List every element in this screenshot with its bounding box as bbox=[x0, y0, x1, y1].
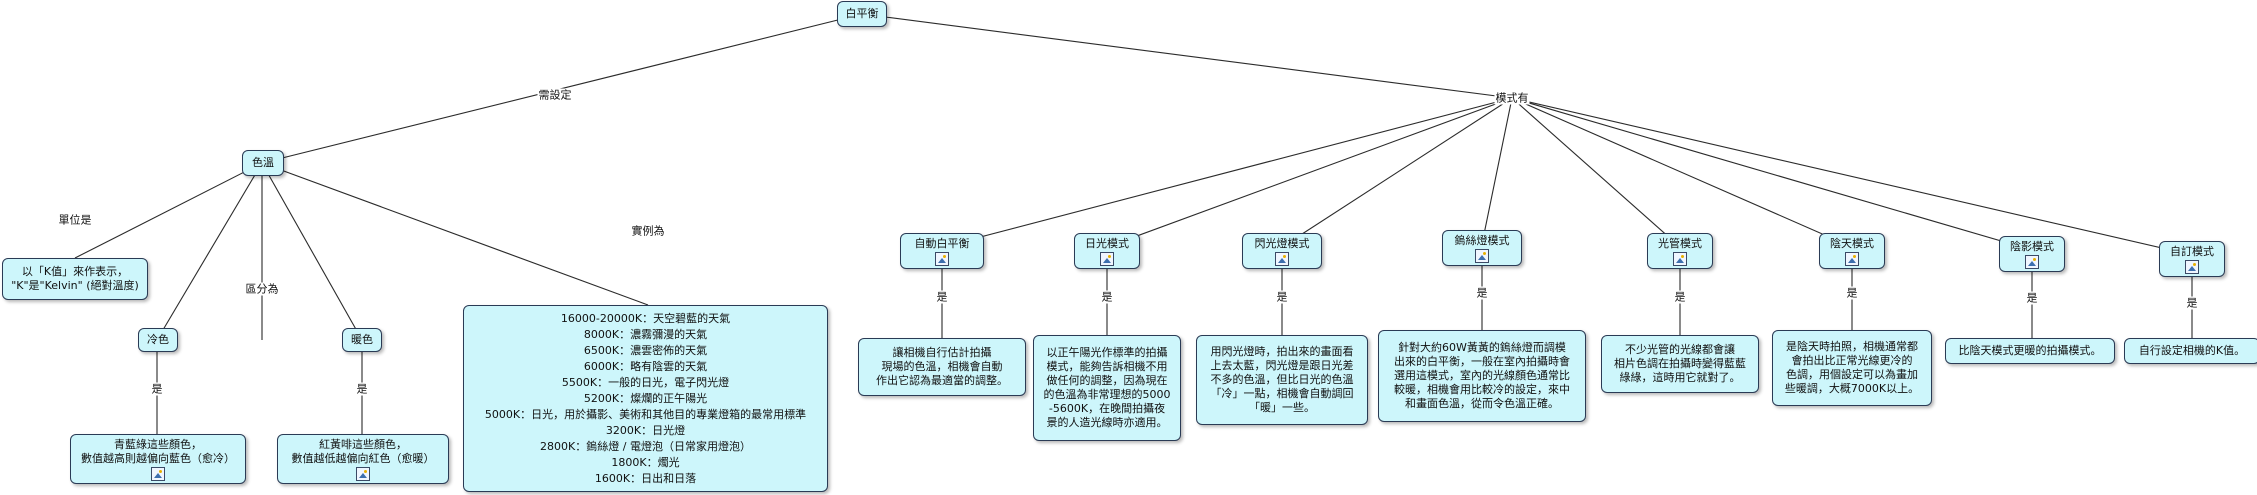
image-icon[interactable] bbox=[2025, 254, 2039, 269]
link-label-has-modes: 模式有 bbox=[1494, 91, 1530, 105]
mode-cloudy-desc[interactable]: 是陰天時拍照，相機通常都 會拍出比正常光線更冷的 色調，用個設定可以為畫加 些暖… bbox=[1772, 330, 1932, 406]
root-label: 白平衡 bbox=[845, 7, 879, 20]
examples-text: 16000-20000K：天空碧藍的天氣 8000K：濃霧彌漫的天氣 6500K… bbox=[484, 311, 807, 485]
mode-custom-desc[interactable]: 自行設定相機的K值。 bbox=[2124, 338, 2257, 364]
link-label-is-mode8: 是 bbox=[2185, 296, 2199, 310]
mode-custom-desc-text: 自行設定相機的K值。 bbox=[2138, 344, 2246, 357]
mode-cloudy-desc-text: 是陰天時拍照，相機通常都 會拍出比正常光線更冷的 色調，用個設定可以為畫加 些暖… bbox=[1784, 340, 1920, 395]
mode-flash-label: 閃光燈模式 bbox=[1254, 236, 1310, 250]
image-icon[interactable] bbox=[151, 466, 165, 481]
mode-custom-node[interactable]: 自訂模式 bbox=[2159, 241, 2225, 277]
mode-daylight-node[interactable]: 日光模式 bbox=[1074, 233, 1140, 269]
link-label-is-mode5: 是 bbox=[1673, 290, 1687, 304]
cold-desc-text: 青藍綠這些顏色， 數值越高則越偏向藍色（愈冷） bbox=[81, 437, 235, 465]
cold-color-label: 冷色 bbox=[147, 333, 169, 346]
mode-cloudy-node[interactable]: 陰天模式 bbox=[1819, 233, 1885, 269]
unit-desc-text: 以「K值」來作表示， "K"是"Kelvin" (絕對溫度) bbox=[11, 265, 139, 292]
warm-desc-text: 紅黃啡這些顏色， 數值越低越偏向紅色（愈暖） bbox=[291, 437, 435, 465]
link-label-is-mode7: 是 bbox=[2025, 291, 2039, 305]
link-label-set: 需設定 bbox=[537, 88, 573, 102]
link-label-is-mode2: 是 bbox=[1100, 290, 1114, 304]
color-temp-label: 色溫 bbox=[252, 156, 274, 169]
image-icon[interactable] bbox=[1275, 251, 1289, 266]
mode-flash-desc[interactable]: 用閃光燈時，拍出來的畫面看 上去太藍，閃光燈是跟日光差 不多的色溫，但比日光的色… bbox=[1196, 335, 1368, 425]
mode-tungsten-node[interactable]: 鎢絲燈模式 bbox=[1442, 230, 1522, 266]
mode-daylight-desc[interactable]: 以正午陽光作標準的拍攝 模式，能夠告訴相機不用 做任何的調整，因為現在 的色溫為… bbox=[1033, 335, 1181, 441]
mode-shade-desc-text: 比陰天模式更暖的拍攝模式。 bbox=[1958, 344, 2102, 357]
mode-fluorescent-desc[interactable]: 不少光管的光線都會讓 相片色調在拍攝時變得藍藍 綠綠，這時用它就對了。 bbox=[1601, 335, 1759, 393]
mode-cloudy-label: 陰天模式 bbox=[1830, 236, 1874, 250]
cold-desc-node[interactable]: 青藍綠這些顏色， 數值越高則越偏向藍色（愈冷） bbox=[70, 434, 246, 484]
link-label-is-warm: 是 bbox=[355, 382, 369, 396]
link-label-divided: 區分為 bbox=[244, 282, 280, 296]
image-icon[interactable] bbox=[1100, 251, 1114, 266]
mode-fluorescent-desc-text: 不少光管的光線都會讓 相片色調在拍攝時變得藍藍 綠綠，這時用它就對了。 bbox=[1614, 343, 1746, 384]
image-icon[interactable] bbox=[2185, 259, 2199, 274]
link-label-is-mode3: 是 bbox=[1275, 290, 1289, 304]
mode-flash-desc-text: 用閃光燈時，拍出來的畫面看 上去太藍，閃光燈是跟日光差 不多的色溫，但比日光的色… bbox=[1210, 345, 1354, 414]
mode-tungsten-desc[interactable]: 針對大約60W黃黃的鎢絲燈而調模 出來的白平衡，一般在室內拍攝時會 選用這模式，… bbox=[1378, 330, 1586, 422]
image-icon[interactable] bbox=[1673, 251, 1687, 266]
warm-color-label: 暖色 bbox=[351, 333, 373, 346]
image-icon[interactable] bbox=[1475, 248, 1489, 263]
mode-fluorescent-label: 光管模式 bbox=[1658, 236, 1702, 250]
mode-auto-wb-desc[interactable]: 讓相機自行估計拍攝 現場的色溫，相機會自動 作出它認為最適當的調整。 bbox=[858, 338, 1026, 396]
warm-color-node[interactable]: 暖色 bbox=[342, 328, 382, 352]
link-label-is-mode1: 是 bbox=[935, 290, 949, 304]
image-icon[interactable] bbox=[1845, 251, 1859, 266]
link-label-example: 實例為 bbox=[630, 224, 666, 238]
mode-shade-label: 陰影模式 bbox=[2010, 239, 2054, 253]
image-icon[interactable] bbox=[356, 466, 370, 481]
examples-node[interactable]: 16000-20000K：天空碧藍的天氣 8000K：濃霧彌漫的天氣 6500K… bbox=[463, 305, 828, 492]
mode-shade-desc[interactable]: 比陰天模式更暖的拍攝模式。 bbox=[1945, 338, 2115, 364]
mode-daylight-label: 日光模式 bbox=[1085, 236, 1129, 250]
mode-tungsten-desc-text: 針對大約60W黃黃的鎢絲燈而調模 出來的白平衡，一般在室內拍攝時會 選用這模式，… bbox=[1394, 341, 1570, 410]
mode-auto-wb-label: 自動白平衡 bbox=[914, 236, 970, 250]
mode-custom-label: 自訂模式 bbox=[2170, 244, 2214, 258]
mode-shade-node[interactable]: 陰影模式 bbox=[1999, 236, 2065, 272]
mode-auto-wb-node[interactable]: 自動白平衡 bbox=[900, 233, 984, 269]
mode-fluorescent-node[interactable]: 光管模式 bbox=[1647, 233, 1713, 269]
image-icon[interactable] bbox=[935, 251, 949, 266]
link-label-is-mode6: 是 bbox=[1845, 286, 1859, 300]
unit-desc-node[interactable]: 以「K值」來作表示， "K"是"Kelvin" (絕對溫度) bbox=[2, 258, 148, 300]
warm-desc-node[interactable]: 紅黃啡這些顏色， 數值越低越偏向紅色（愈暖） bbox=[277, 434, 449, 484]
mode-tungsten-label: 鎢絲燈模式 bbox=[1454, 233, 1510, 247]
link-label-is-cold: 是 bbox=[150, 382, 164, 396]
mode-auto-wb-desc-text: 讓相機自行估計拍攝 現場的色溫，相機會自動 作出它認為最適當的調整。 bbox=[876, 346, 1008, 387]
link-label-is-mode4: 是 bbox=[1475, 286, 1489, 300]
root-node[interactable]: 白平衡 bbox=[837, 1, 887, 27]
cold-color-node[interactable]: 冷色 bbox=[138, 328, 178, 352]
link-label-unit: 單位是 bbox=[57, 213, 93, 227]
color-temp-node[interactable]: 色溫 bbox=[242, 150, 284, 176]
mode-flash-node[interactable]: 閃光燈模式 bbox=[1242, 233, 1322, 269]
mode-daylight-desc-text: 以正午陽光作標準的拍攝 模式，能夠告訴相機不用 做任何的調整，因為現在 的色溫為… bbox=[1043, 346, 1171, 429]
